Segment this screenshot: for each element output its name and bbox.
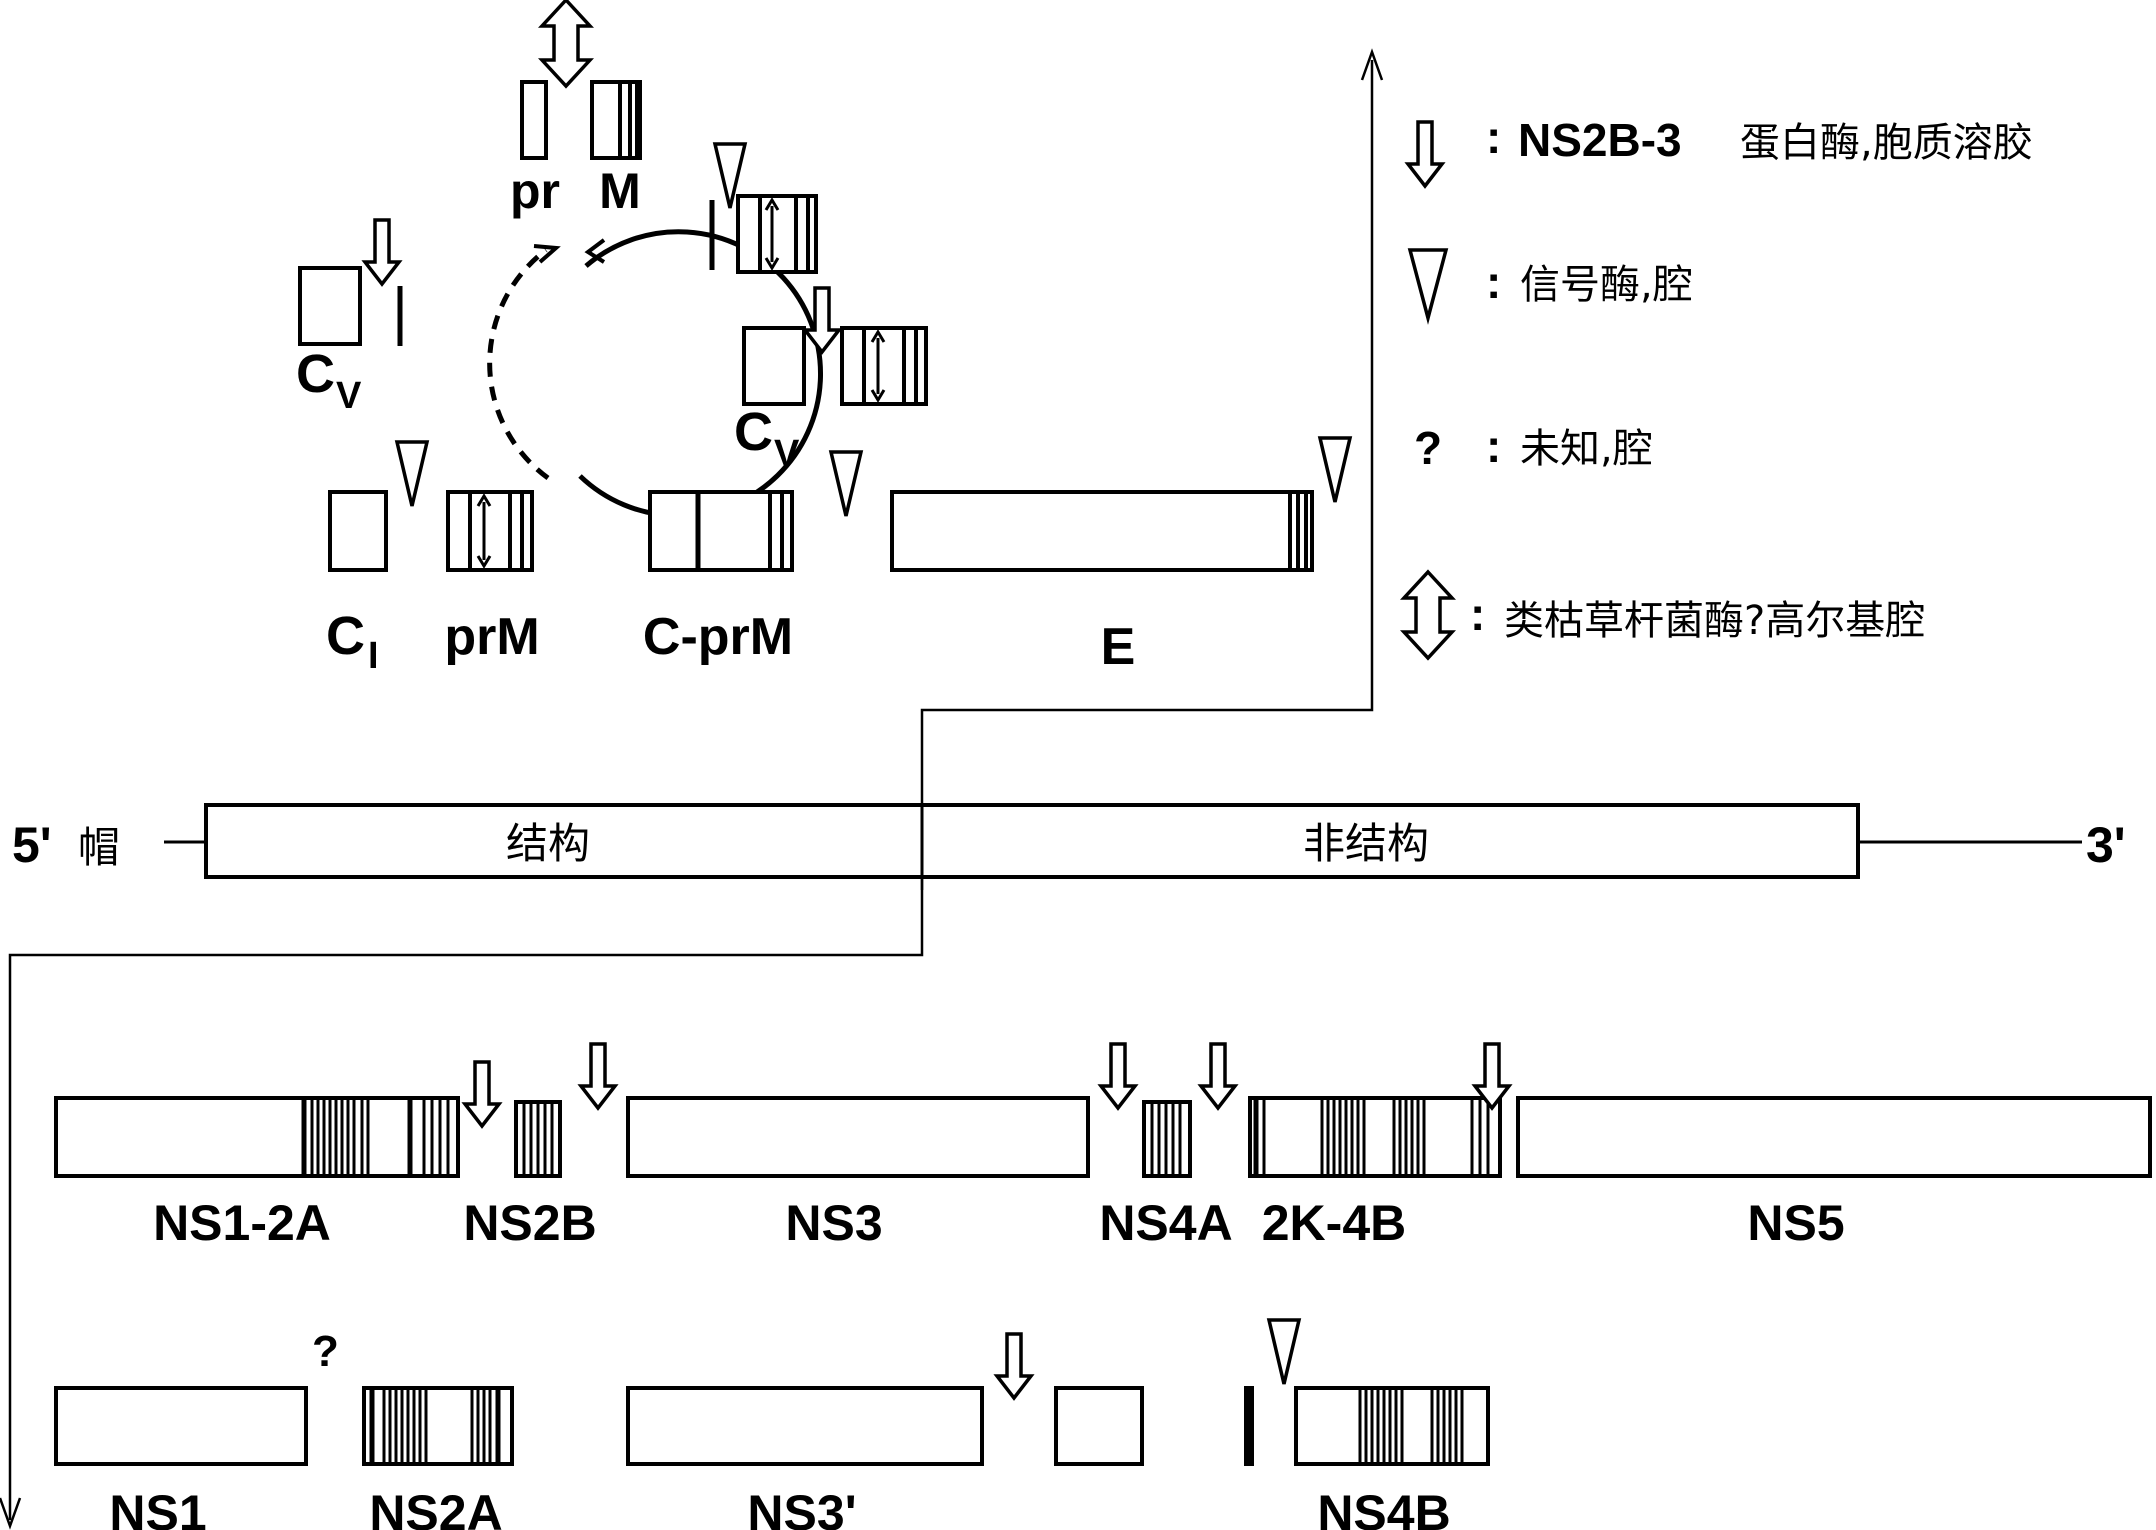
protease-cleavage-icon-ns2b [581, 1044, 615, 1108]
legend-colon-2: : [1486, 256, 1501, 308]
processing-circle-dashed [490, 250, 548, 478]
legend-unknown-desc: 未知,腔 [1520, 426, 1653, 472]
furin-cleavage-icon [542, 0, 590, 86]
ns4a-label: NS4A [1099, 1195, 1232, 1251]
ns5-label: NS5 [1747, 1195, 1844, 1251]
signalase-cleavage-icon-4 [831, 452, 861, 516]
ns3-label: NS3 [785, 1195, 882, 1251]
cv-left-label: C [296, 344, 335, 404]
2k-peptide [1244, 1386, 1254, 1466]
furin-double-arrow-icon [1404, 572, 1452, 658]
legend-protease-desc: 蛋白酶,胞质溶胶 [1740, 120, 2033, 166]
cap-label: 帽 [78, 823, 120, 872]
ns5-box [1518, 1098, 2150, 1176]
ns3-prime-label: NS3' [747, 1485, 856, 1530]
ns1-label: NS1 [109, 1485, 206, 1530]
cl-sub: I [368, 635, 379, 677]
protease-cleavage-icon [365, 220, 399, 284]
ns4b-label: NS4B [1317, 1485, 1450, 1530]
ns2a-label: NS2A [369, 1485, 502, 1530]
ns1-2a-label: NS1-2A [153, 1195, 331, 1251]
ns1-2a-box [56, 1098, 458, 1176]
five-prime-label: 5' [12, 817, 52, 873]
signalase-cleavage-icon-2k [1269, 1320, 1299, 1384]
signalase-triangle-icon [1410, 250, 1446, 318]
unknown-cleavage-mark: ? [312, 1327, 339, 1376]
legend-protease-label: NS2B-3 [1518, 114, 1682, 166]
ns2b-label: NS2B [463, 1195, 596, 1251]
cv-right-label: C [734, 402, 773, 462]
ns3-box [628, 1098, 1088, 1176]
2k-4b-label: 2K-4B [1262, 1195, 1406, 1251]
nonstructural-row-1: NS1-2A NS2B NS3 NS4A 2K-4B NS5 [56, 1044, 2150, 1251]
2k-4b-box [1250, 1098, 1500, 1176]
three-prime-label: 3' [2086, 817, 2126, 873]
nonstructural-row-2: ? NS1 NS2A NS3' NS4B [56, 1320, 1488, 1530]
genome: 5' 帽 结构 非结构 3' [12, 805, 2126, 877]
pr-label: pr [510, 163, 560, 219]
protease-cleavage-icon-ns3 [1101, 1044, 1135, 1108]
cv-box-left [300, 268, 360, 344]
ns4b-box [1296, 1388, 1488, 1464]
legend-colon-4: : [1470, 588, 1485, 640]
connector-to-structural [922, 60, 1372, 890]
legend-unknown-symbol: ? [1414, 422, 1442, 474]
nonstructural-label: 非结构 [1303, 819, 1429, 868]
ns3-c-terminal-box [1056, 1388, 1142, 1464]
signalase-cleavage-icon-3 [397, 442, 427, 506]
legend: : NS2B-3 蛋白酶,胞质溶胶 : 信号酶,腔 ? : 未知,腔 : 类枯草… [1404, 111, 2033, 658]
protease-cleavage-icon-ns4a [1201, 1044, 1235, 1108]
legend-colon-3: : [1486, 420, 1501, 472]
cv-right-sub: V [774, 433, 800, 475]
ns3-prime-box [628, 1388, 982, 1464]
protease-cleavage-icon-ns1 [465, 1062, 499, 1126]
legend-furin-desc: 类枯草杆菌酶?高尔基腔 [1504, 598, 1925, 644]
e-box [892, 492, 1312, 570]
cl-box [330, 492, 386, 570]
signalase-cleavage-icon-5 [1320, 438, 1350, 502]
pr-box [522, 82, 546, 158]
protease-arrow-icon [1408, 122, 1442, 186]
cv-left-sub: V [336, 375, 362, 417]
cl-label: C [326, 606, 365, 666]
ns1-box [56, 1388, 306, 1464]
m-label: M [599, 163, 641, 219]
polyprotein-bar [206, 805, 1858, 877]
legend-signalase-desc: 信号酶,腔 [1520, 262, 1693, 308]
protease-cleavage-icon-ns3-prime [997, 1334, 1031, 1398]
prm-label: prM [444, 608, 539, 666]
structural-label: 结构 [506, 819, 590, 868]
c-prm-label: C-prM [643, 608, 793, 666]
cv-box-right [744, 328, 804, 404]
m-box [592, 82, 640, 158]
legend-colon-1: : [1486, 111, 1501, 163]
structural-region: pr M C V C V [296, 0, 1350, 677]
e-label: E [1101, 618, 1136, 676]
connector-lines [0, 52, 1382, 1526]
